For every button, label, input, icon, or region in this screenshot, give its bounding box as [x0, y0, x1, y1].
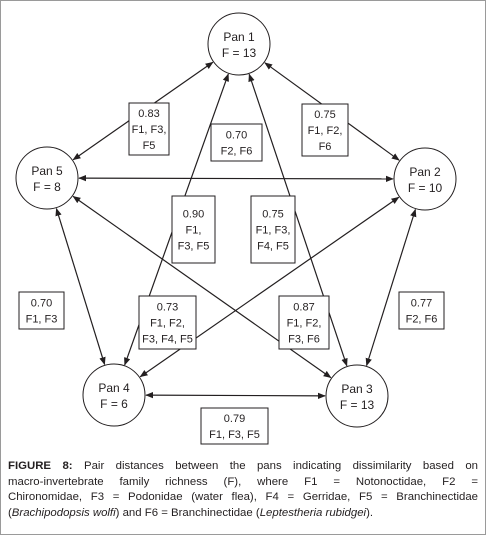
- node-circle: [15, 146, 79, 210]
- edge-label-box: [128, 102, 170, 156]
- edge-distance-value: 0.90: [183, 209, 204, 221]
- edge-label-box: [301, 103, 349, 157]
- caption-line-4: (Brachipodopsis wolfi) and F6 = Branchin…: [8, 506, 478, 522]
- caption-label: FIGURE 8:: [8, 460, 73, 472]
- caption-line-3: Chironomidae, F3 = Podonidae (water flea…: [8, 491, 478, 503]
- edge-distance-value: 0.83: [138, 108, 159, 120]
- edge-family-list: F3, F6: [288, 334, 320, 346]
- node-richness: F = 13: [222, 46, 257, 60]
- edge-family-list: F4, F5: [257, 241, 289, 253]
- edge-label-box: [138, 295, 197, 350]
- edge-label-box: [398, 291, 445, 330]
- edge-family-list: F1, F3, F5: [209, 429, 260, 441]
- nodes-layer: Pan 1 F = 13 Pan 2 F = 10 Pan 3 F = 13 Pan 4 F …: [15, 12, 457, 428]
- edge-distance-value: 0.75: [262, 209, 283, 221]
- node-pan4: Pan 4 F = 6: [82, 363, 146, 427]
- edge-family-list: F1,: [186, 225, 202, 237]
- edge-family-list: F1, F3: [26, 314, 58, 326]
- edge-distance-value: 0.70: [226, 130, 247, 142]
- caption-text-1: Pair distances between the pans indicati…: [84, 460, 478, 472]
- figure-caption: FIGURE 8: Pair distances between the pan…: [8, 459, 478, 521]
- edge-distance-value: 0.79: [224, 413, 245, 425]
- edge-family-list: F2, F6: [221, 146, 253, 158]
- edge-distance-value: 0.73: [157, 302, 178, 314]
- edge-family-list: F1, F2,: [308, 125, 343, 137]
- edge-family-list: F1, F2,: [287, 318, 322, 330]
- edge-family-list: F3, F4, F5: [142, 334, 193, 346]
- node-circle: [207, 12, 271, 76]
- edge-pan5-pan4: [55, 207, 106, 366]
- node-richness: F = 8: [33, 180, 61, 194]
- edge-pan2-pan3: [365, 208, 417, 367]
- node-richness: F = 6: [100, 397, 128, 411]
- node-name: Pan 5: [31, 164, 63, 178]
- edge-label-box: [250, 195, 296, 264]
- edge-family-list: F2, F6: [406, 314, 438, 326]
- edge-label-box: [210, 123, 263, 162]
- node-circle: [393, 147, 457, 211]
- caption-line-2: macro-invertebrate family richness (F), …: [8, 475, 478, 488]
- node-pan1: Pan 1 F = 13: [207, 12, 271, 76]
- node-name: Pan 2: [409, 165, 441, 179]
- edge-distance-value: 0.77: [411, 298, 432, 310]
- edge-label-box: [18, 291, 65, 330]
- node-pan5: Pan 5 F = 8: [15, 146, 79, 210]
- edge-pan4-pan3: [145, 391, 326, 400]
- node-name: Pan 1: [223, 30, 255, 44]
- node-name: Pan 3: [341, 382, 373, 396]
- caption-paren-close: ).: [366, 506, 374, 519]
- edge-label-box: [200, 407, 269, 445]
- edge-family-list: F1, F3,: [256, 225, 291, 237]
- caption-paren-open: (: [8, 506, 12, 519]
- node-richness: F = 10: [408, 181, 443, 195]
- edge-family-list: F5: [143, 140, 156, 152]
- node-name: Pan 4: [98, 381, 130, 395]
- edge-distance-value: 0.87: [293, 302, 314, 314]
- caption-species-1: Brachipodopsis wolfi: [11, 506, 116, 519]
- edge-pan5-pan2: [78, 174, 394, 183]
- edges-layer: [55, 61, 417, 400]
- node-richness: F = 13: [340, 398, 375, 412]
- edge-family-list: F3, F5: [178, 241, 210, 253]
- caption-text-4: ) and F6 = Branchinectidae (: [115, 506, 260, 519]
- node-pan3: Pan 3 F = 13: [325, 364, 389, 428]
- edge-family-list: F1, F3,: [132, 124, 167, 136]
- edge-label-box: [278, 295, 330, 350]
- edge-label-box: [171, 195, 216, 264]
- caption-line-1: FIGURE 8: Pair distances between the pan…: [8, 459, 478, 475]
- edge-family-list: F6: [319, 141, 332, 153]
- caption-species-2: Leptestheria rubidgei: [259, 506, 367, 519]
- edge-distance-value: 0.70: [31, 298, 52, 310]
- edge-family-list: F1, F2,: [150, 318, 185, 330]
- edge-distance-value: 0.75: [314, 109, 335, 121]
- node-pan2: Pan 2 F = 10: [393, 147, 457, 211]
- node-circle: [82, 363, 146, 427]
- node-circle: [325, 364, 389, 428]
